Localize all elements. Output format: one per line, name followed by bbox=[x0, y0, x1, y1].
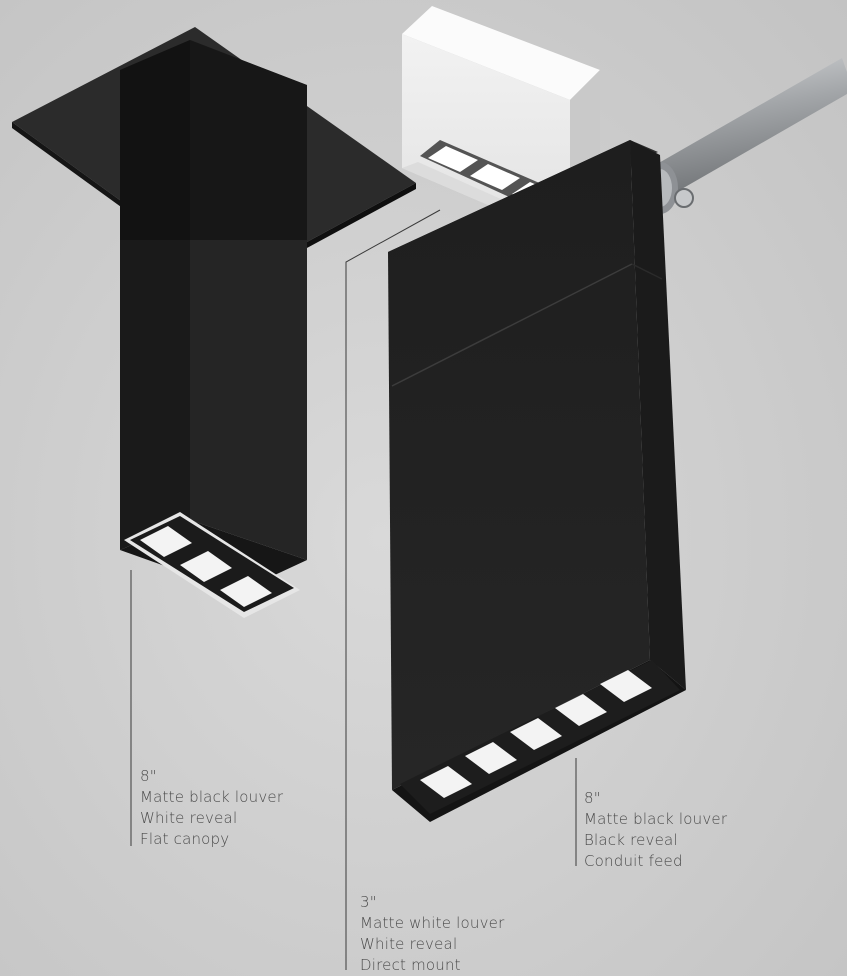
leader-lines bbox=[130, 209, 577, 970]
louver-cell bbox=[140, 526, 192, 557]
label-louver: Matte white louver bbox=[360, 914, 505, 932]
fixture-left-top-shade bbox=[120, 40, 307, 240]
label-mount: Direct mount bbox=[360, 956, 461, 974]
louver-cells-right bbox=[420, 670, 652, 798]
label-fixture-left: 8" Matte black louver White reveal Flat … bbox=[140, 766, 283, 850]
label-mount: Flat canopy bbox=[140, 830, 230, 848]
conduit-pipe bbox=[650, 58, 847, 198]
label-louver: Matte black louver bbox=[584, 810, 728, 828]
label-reveal: White reveal bbox=[140, 809, 238, 827]
fixture-right-side bbox=[630, 140, 686, 690]
louver-cell bbox=[465, 742, 517, 774]
label-reveal: Black reveal bbox=[584, 831, 678, 849]
label-size: 8" bbox=[140, 767, 157, 785]
louver-cell bbox=[555, 694, 607, 726]
fixture-center-top bbox=[402, 6, 600, 100]
fixture-right-seam-side bbox=[631, 263, 663, 280]
leader-line-center bbox=[345, 209, 441, 970]
clamp-screw bbox=[674, 188, 694, 208]
fixture-right-conduit-feed bbox=[388, 58, 847, 822]
label-fixture-center: 3" Matte white louver White reveal Direc… bbox=[360, 892, 504, 976]
louver-cell bbox=[510, 718, 562, 750]
louver-cell bbox=[470, 164, 520, 190]
fixture-right-front bbox=[388, 140, 650, 790]
louver-cell bbox=[180, 551, 232, 582]
label-mount: Conduit feed bbox=[584, 852, 683, 870]
fixture-right-seam bbox=[391, 263, 633, 387]
louver-cell bbox=[220, 576, 272, 607]
louver-cell bbox=[600, 670, 652, 702]
louver-cell bbox=[420, 766, 472, 798]
louver-cell bbox=[428, 146, 478, 172]
label-reveal: White reveal bbox=[360, 935, 458, 953]
label-size: 8" bbox=[584, 789, 601, 807]
label-louver: Matte black louver bbox=[140, 788, 284, 806]
label-size: 3" bbox=[360, 893, 377, 911]
fixture-left-flat-canopy bbox=[12, 27, 416, 618]
louver-cells-left bbox=[140, 526, 272, 607]
label-fixture-right: 8" Matte black louver Black reveal Condu… bbox=[584, 788, 727, 872]
